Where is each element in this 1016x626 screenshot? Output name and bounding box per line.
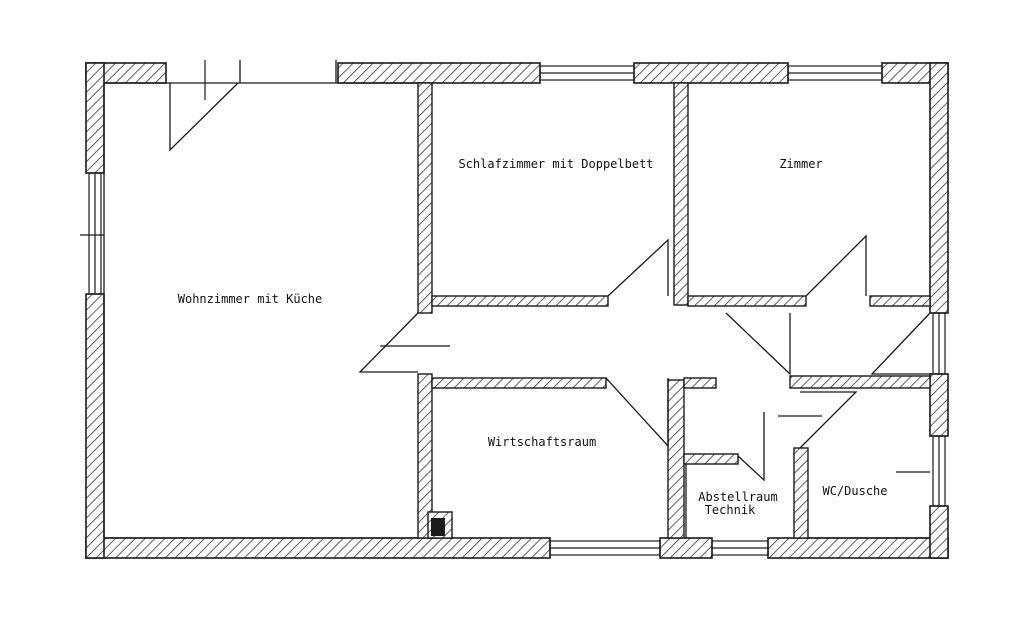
door-wohnzimmer bbox=[358, 312, 419, 373]
wall-right-bottom bbox=[929, 505, 949, 559]
door-outer-right bbox=[870, 312, 931, 375]
wall-right-mid bbox=[929, 373, 949, 437]
door-wc bbox=[799, 391, 858, 449]
door-abstellraum bbox=[737, 412, 765, 482]
wall-bottom-mid bbox=[659, 537, 713, 559]
windows bbox=[80, 60, 946, 556]
wall-v-schlaf-zimmer bbox=[673, 82, 689, 306]
wall-top-mid2 bbox=[633, 62, 789, 84]
outer-walls bbox=[85, 62, 949, 559]
wall-h-wc bbox=[789, 375, 931, 389]
wall-bottom-left bbox=[85, 537, 551, 559]
label-abstellraum: Abstellraum bbox=[698, 490, 777, 504]
wall-top-mid bbox=[337, 62, 541, 84]
wall-h-wirtschaft bbox=[431, 377, 607, 389]
wall-v-wohn-schlaf bbox=[417, 82, 433, 314]
door-wirtschaftsraum bbox=[605, 377, 669, 448]
room-outlines bbox=[103, 60, 930, 539]
wall-left-bottom bbox=[85, 293, 105, 559]
door-corridor bbox=[725, 312, 791, 376]
door-zimmer bbox=[805, 234, 867, 297]
wall-v-wirtschaft-abstell bbox=[667, 379, 685, 539]
door-schlafzimmer bbox=[607, 238, 669, 297]
label-wirtschaftsraum: Wirtschaftsraum bbox=[488, 435, 596, 449]
wall-v-wohn-wirtschaft bbox=[417, 373, 433, 539]
label-wohnzimmer: Wohnzimmer mit Küche bbox=[178, 292, 323, 306]
label-technik: Technik bbox=[705, 503, 756, 517]
label-zimmer: Zimmer bbox=[779, 157, 822, 171]
wall-bottom-right bbox=[767, 537, 949, 559]
shaft-core bbox=[431, 518, 445, 536]
wall-h-flur-top bbox=[683, 377, 717, 389]
wall-h-zimmer-right bbox=[869, 295, 931, 307]
interior-walls bbox=[417, 82, 931, 539]
wall-left-top bbox=[85, 62, 105, 174]
door-swings bbox=[169, 82, 931, 482]
label-wc: WC/Dusche bbox=[822, 484, 887, 498]
label-schlafzimmer: Schlafzimmer mit Doppelbett bbox=[458, 157, 653, 171]
wall-v-abstell-wc bbox=[793, 447, 809, 539]
wall-h-schlaf bbox=[431, 295, 609, 307]
wall-h-zimmer-left bbox=[687, 295, 807, 307]
room-labels: Wohnzimmer mit Küche Schlafzimmer mit Do… bbox=[178, 157, 888, 517]
wall-h-abstell bbox=[683, 453, 739, 465]
wall-right-top bbox=[929, 62, 949, 314]
door-entrance bbox=[169, 82, 239, 152]
